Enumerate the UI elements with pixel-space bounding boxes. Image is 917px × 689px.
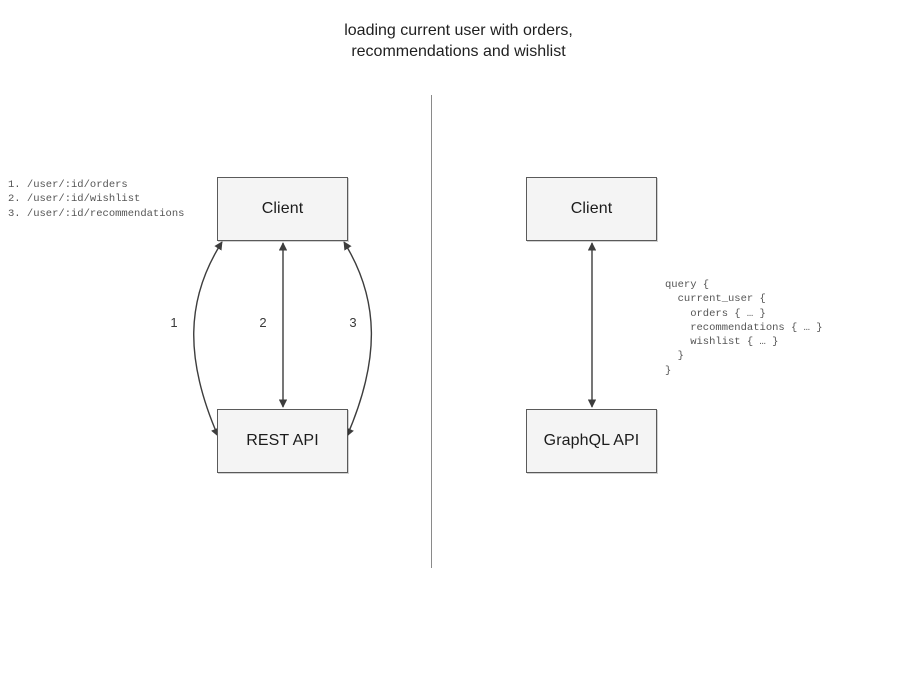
node-client-rest[interactable]: Client (217, 177, 348, 241)
rest-endpoint-list: 1. /user/:id/orders 2. /user/:id/wishlis… (8, 179, 185, 220)
node-rest-api[interactable]: REST API (217, 409, 348, 473)
node-client-graphql[interactable]: Client (526, 177, 657, 241)
edge-label-2: 2 (259, 315, 267, 330)
edge-label-3: 3 (349, 315, 357, 330)
node-graphql-api[interactable]: GraphQL API (526, 409, 657, 473)
edge-label-1: 1 (170, 315, 178, 330)
edge-1-orders (193, 241, 223, 437)
edge-3-recommendations (343, 241, 373, 437)
diagram-title: loading current user with orders, recomm… (344, 22, 573, 60)
section-divider (431, 95, 432, 568)
graphql-query-block: query { current_user { orders { … } reco… (665, 279, 823, 377)
